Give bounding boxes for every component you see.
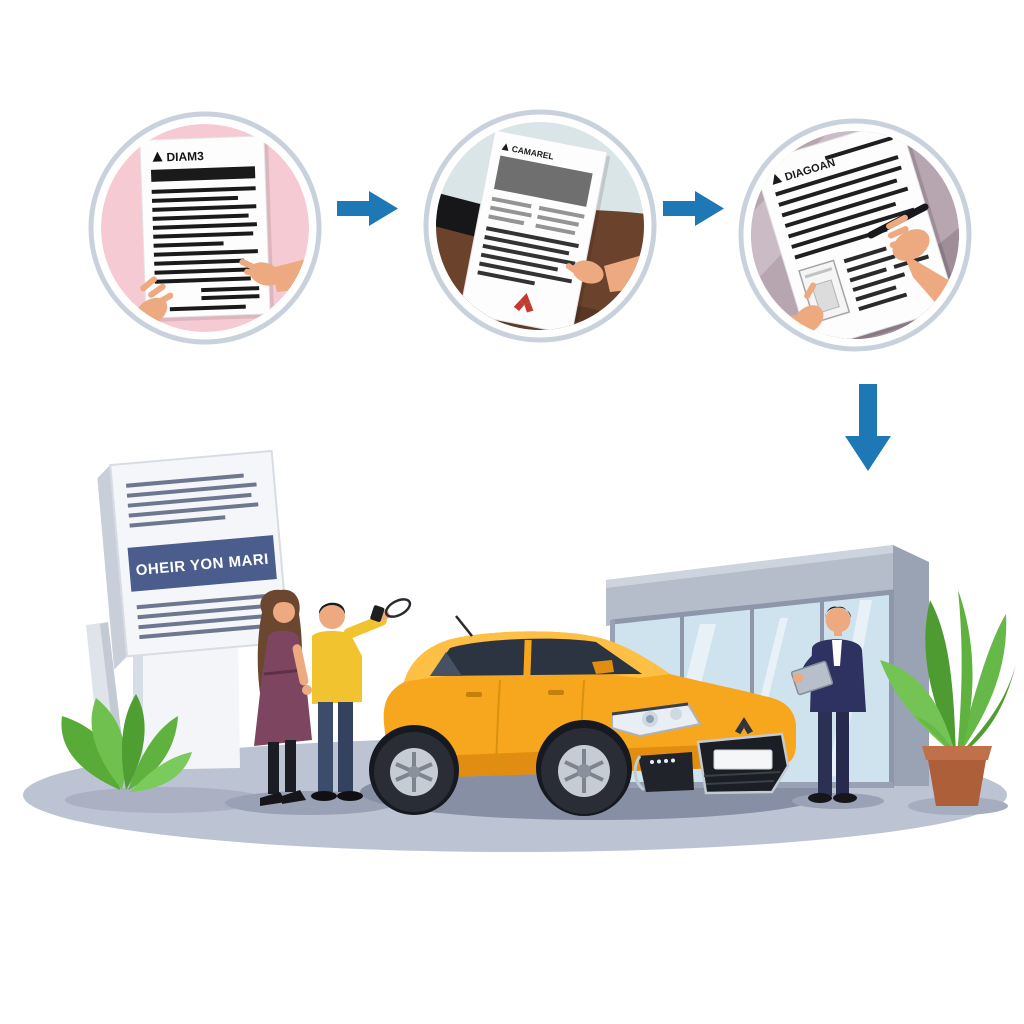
man-leg-jeans bbox=[318, 702, 333, 792]
man-head bbox=[319, 603, 345, 629]
building-fascia bbox=[606, 545, 893, 626]
step-1-document: DIAM3 bbox=[139, 135, 275, 322]
pot-rim bbox=[922, 746, 992, 760]
salesman-head bbox=[825, 607, 851, 633]
document-text-lines bbox=[477, 226, 579, 286]
man-tshirt bbox=[312, 630, 362, 704]
salesman-leg bbox=[836, 710, 849, 796]
door-handle bbox=[466, 692, 482, 697]
arrow-step2-step3-icon bbox=[663, 191, 724, 226]
license-plate bbox=[713, 749, 773, 770]
sign-text-lines bbox=[125, 473, 259, 528]
document-text-lines bbox=[775, 135, 915, 260]
tablet-icon bbox=[790, 660, 834, 696]
customer-man bbox=[311, 598, 412, 801]
woman-arm bbox=[292, 644, 309, 686]
document-photo-block bbox=[493, 155, 593, 207]
front-grille bbox=[696, 732, 790, 795]
dealer-sign: OHEIR YON MARI bbox=[86, 449, 290, 770]
step-2-circle: CAMAREL bbox=[423, 109, 657, 343]
salesman-leg bbox=[818, 710, 832, 796]
salesman-shirt bbox=[832, 640, 842, 666]
sign-band bbox=[127, 535, 277, 592]
salesman-hand bbox=[793, 673, 803, 683]
step-1-doc-title: DIAM3 bbox=[166, 149, 204, 164]
building-side-wall bbox=[893, 545, 929, 786]
triangle-logo-icon bbox=[501, 143, 509, 151]
rear-wheel bbox=[369, 725, 459, 815]
fog-light bbox=[633, 752, 694, 792]
step-3-circle: DIAGOAN bbox=[738, 118, 972, 352]
sign-board: OHEIR YON MARI bbox=[97, 449, 290, 670]
triangle-logo-icon bbox=[152, 151, 163, 162]
woman-head bbox=[273, 601, 295, 623]
triangle-logo-icon bbox=[772, 173, 783, 185]
potted-plant bbox=[880, 590, 1016, 806]
car-keys-icon bbox=[370, 598, 412, 622]
woman-leg bbox=[285, 740, 296, 792]
sign-shadow bbox=[65, 787, 265, 813]
arrow-step3-scene-icon bbox=[845, 384, 891, 471]
sign-text-lines bbox=[136, 593, 276, 640]
salesman-shoe bbox=[833, 793, 857, 803]
front-wheel bbox=[536, 720, 632, 816]
step-2-document: CAMAREL bbox=[459, 129, 611, 330]
man-leg-jeans bbox=[338, 702, 353, 792]
customer-woman bbox=[254, 589, 312, 806]
woman-heel-shoe bbox=[260, 792, 286, 806]
woman-leg bbox=[268, 742, 279, 794]
brand-diamond-logo-icon bbox=[513, 293, 534, 313]
antenna-icon bbox=[455, 615, 473, 637]
pot-body bbox=[928, 760, 986, 806]
step-1-circle: DIAM3 bbox=[88, 111, 322, 345]
man-shoe bbox=[311, 791, 337, 801]
document-text-lines bbox=[150, 166, 260, 312]
man-hair bbox=[318, 602, 346, 614]
car bbox=[369, 615, 796, 816]
bush bbox=[61, 694, 192, 792]
headlight-icon bbox=[611, 702, 702, 738]
salesman bbox=[790, 606, 866, 803]
salesman-shoe bbox=[808, 793, 832, 803]
man-shoe bbox=[337, 791, 363, 801]
document-gray-lines bbox=[488, 196, 585, 236]
car-windows bbox=[430, 638, 642, 676]
door-handle bbox=[548, 690, 564, 695]
side-mirror bbox=[592, 660, 614, 674]
woman-heel-shoe bbox=[282, 790, 306, 804]
salesman-suit bbox=[810, 639, 866, 712]
car-brand-logo-icon bbox=[735, 717, 753, 735]
arrow-step1-step2-icon bbox=[337, 191, 398, 226]
